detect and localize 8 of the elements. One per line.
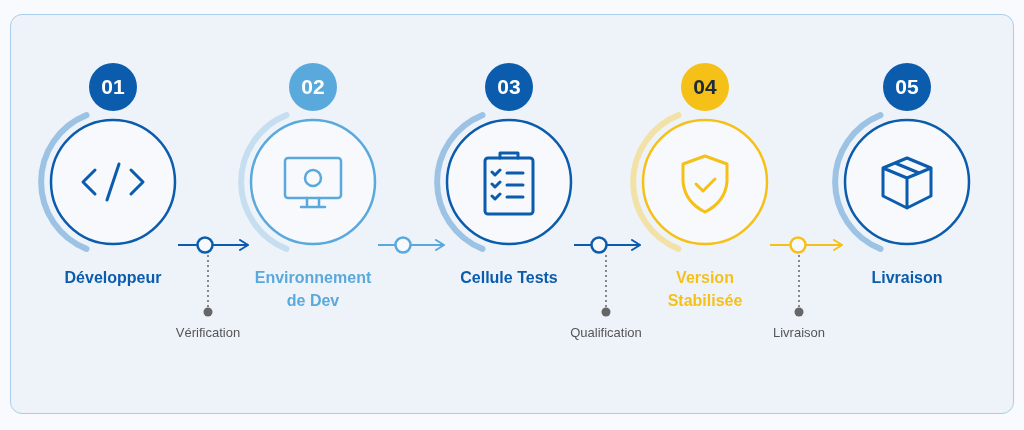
step-label: Environnement de Dev bbox=[253, 268, 373, 311]
step-label: Version Stabilisée bbox=[666, 268, 744, 311]
step-note: Vérification bbox=[174, 324, 242, 342]
step-note: Qualification bbox=[569, 324, 643, 342]
step-label: Livraison bbox=[870, 268, 944, 288]
step-label: Cellule Tests bbox=[459, 268, 559, 288]
step-label: Développeur bbox=[63, 268, 163, 288]
step-note: Livraison bbox=[772, 324, 826, 342]
